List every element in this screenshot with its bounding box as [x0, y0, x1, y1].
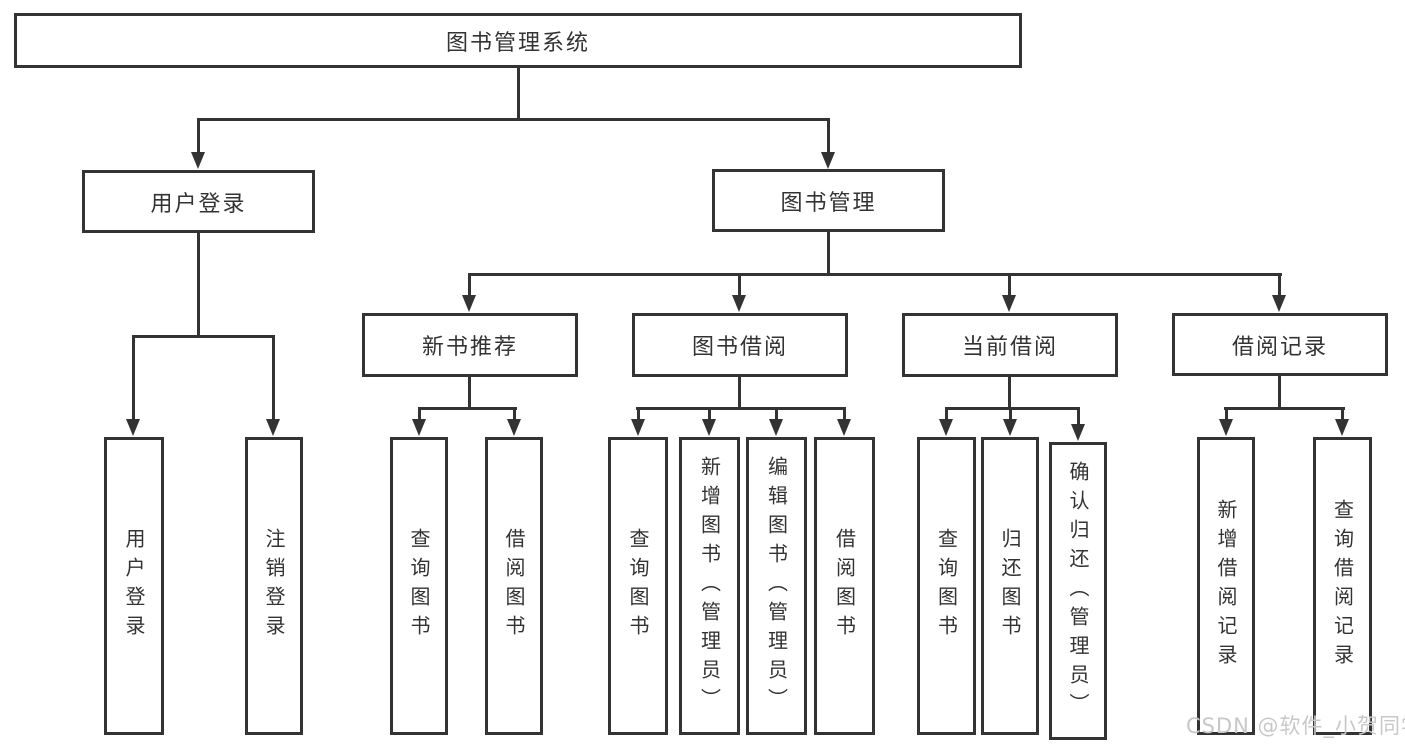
connector-vline [738, 375, 741, 409]
leaf-label: 查询图书 [407, 528, 431, 644]
arrow-down-icon [412, 419, 426, 436]
connector-vline [1077, 407, 1080, 426]
leaf-cb-return-books: 归还图书 [981, 437, 1039, 735]
leaf-nb-borrow-books: 借阅图书 [485, 437, 543, 735]
node-new-book-recommend: 新书推荐 [362, 313, 578, 377]
node-book-borrow: 图书借阅 [632, 313, 848, 377]
connector-vline [827, 232, 830, 276]
arrow-down-icon [126, 419, 140, 436]
leaf-cb-query-books: 查询图书 [917, 437, 976, 735]
connector-vline [945, 407, 948, 421]
connector-hline [132, 335, 275, 338]
connector-vline [843, 407, 846, 421]
arrow-down-icon [702, 419, 716, 436]
leaf-bb-query-books: 查询图书 [608, 437, 668, 735]
node-borrow-records: 借阅记录 [1172, 313, 1388, 376]
leaf-label: 注销登录 [262, 528, 286, 644]
arrow-down-icon [266, 419, 280, 436]
connector-vline [708, 407, 711, 421]
leaf-label: 新增借阅记录 [1214, 499, 1238, 673]
connector-vline [637, 407, 640, 421]
connector-hline [418, 407, 517, 410]
arrow-down-icon [1219, 419, 1233, 436]
connector-vline [1278, 375, 1281, 409]
node-book-management: 图书管理 [712, 169, 945, 232]
arrow-down-icon [1003, 419, 1017, 436]
arrow-down-icon [1272, 295, 1286, 312]
connector-vline [1008, 375, 1011, 409]
connector-hline [636, 407, 846, 410]
connector-vline [513, 407, 516, 421]
connector-vline [1225, 407, 1228, 421]
connector-hline [197, 118, 830, 121]
connector-vline [197, 232, 200, 335]
leaf-label: 查询图书 [934, 528, 959, 644]
arrow-down-icon [732, 295, 746, 312]
leaf-cb-confirm-return-admin: 确认归还（管理员） [1049, 442, 1107, 740]
connector-vline [738, 273, 741, 299]
arrow-down-icon [769, 419, 783, 436]
connector-vline [197, 118, 200, 154]
leaf-label: 归还图书 [998, 528, 1022, 644]
leaf-label: 借阅图书 [832, 528, 857, 644]
connector-vline [827, 118, 830, 154]
arrow-down-icon [821, 152, 835, 169]
leaf-label: 查询借阅记录 [1330, 499, 1355, 673]
connector-vline [132, 335, 135, 421]
connector-vline [468, 273, 471, 299]
arrow-down-icon [191, 152, 205, 169]
arrow-down-icon [1335, 419, 1349, 436]
connector-hline [468, 273, 1282, 276]
leaf-label: 查询图书 [626, 528, 650, 644]
connector-hline [1224, 407, 1345, 410]
arrow-down-icon [939, 419, 953, 436]
leaf-label: 新增图书（管理员） [697, 455, 722, 717]
arrow-down-icon [1002, 295, 1016, 312]
leaf-bb-add-books-admin: 新增图书（管理员） [679, 437, 740, 735]
connector-vline [1278, 273, 1281, 299]
leaf-label: 编辑图书（管理员） [764, 455, 789, 717]
arrow-down-icon [837, 419, 851, 436]
connector-vline [418, 407, 421, 421]
arrow-down-icon [507, 419, 521, 436]
connector-vline [1341, 407, 1344, 421]
connector-vline [775, 407, 778, 421]
connector-hline [945, 407, 1080, 410]
leaf-label: 借阅图书 [502, 528, 526, 644]
watermark: CSDN @软件_小贺同学 [1186, 714, 1405, 738]
leaf-br-query-record: 查询借阅记录 [1313, 437, 1372, 735]
node-user-login: 用户登录 [82, 170, 315, 233]
connector-vline [517, 67, 520, 118]
leaf-label: 用户登录 [122, 528, 146, 644]
connector-vline [1009, 407, 1012, 421]
leaf-logout: 注销登录 [245, 437, 303, 735]
leaf-bb-edit-books-admin: 编辑图书（管理员） [746, 437, 807, 735]
connector-vline [1008, 273, 1011, 299]
leaf-bb-borrow-books: 借阅图书 [814, 437, 875, 735]
leaf-br-add-record: 新增借阅记录 [1197, 437, 1255, 735]
node-current-borrow: 当前借阅 [902, 313, 1118, 377]
leaf-user-login: 用户登录 [104, 437, 164, 735]
node-root: 图书管理系统 [14, 13, 1022, 68]
arrow-down-icon [1071, 424, 1085, 441]
arrow-down-icon [631, 419, 645, 436]
leaf-nb-query-books: 查询图书 [390, 437, 448, 735]
connector-vline [272, 335, 275, 421]
leaf-label: 确认归还（管理员） [1066, 460, 1090, 722]
connector-vline [468, 375, 471, 409]
arrow-down-icon [462, 295, 476, 312]
